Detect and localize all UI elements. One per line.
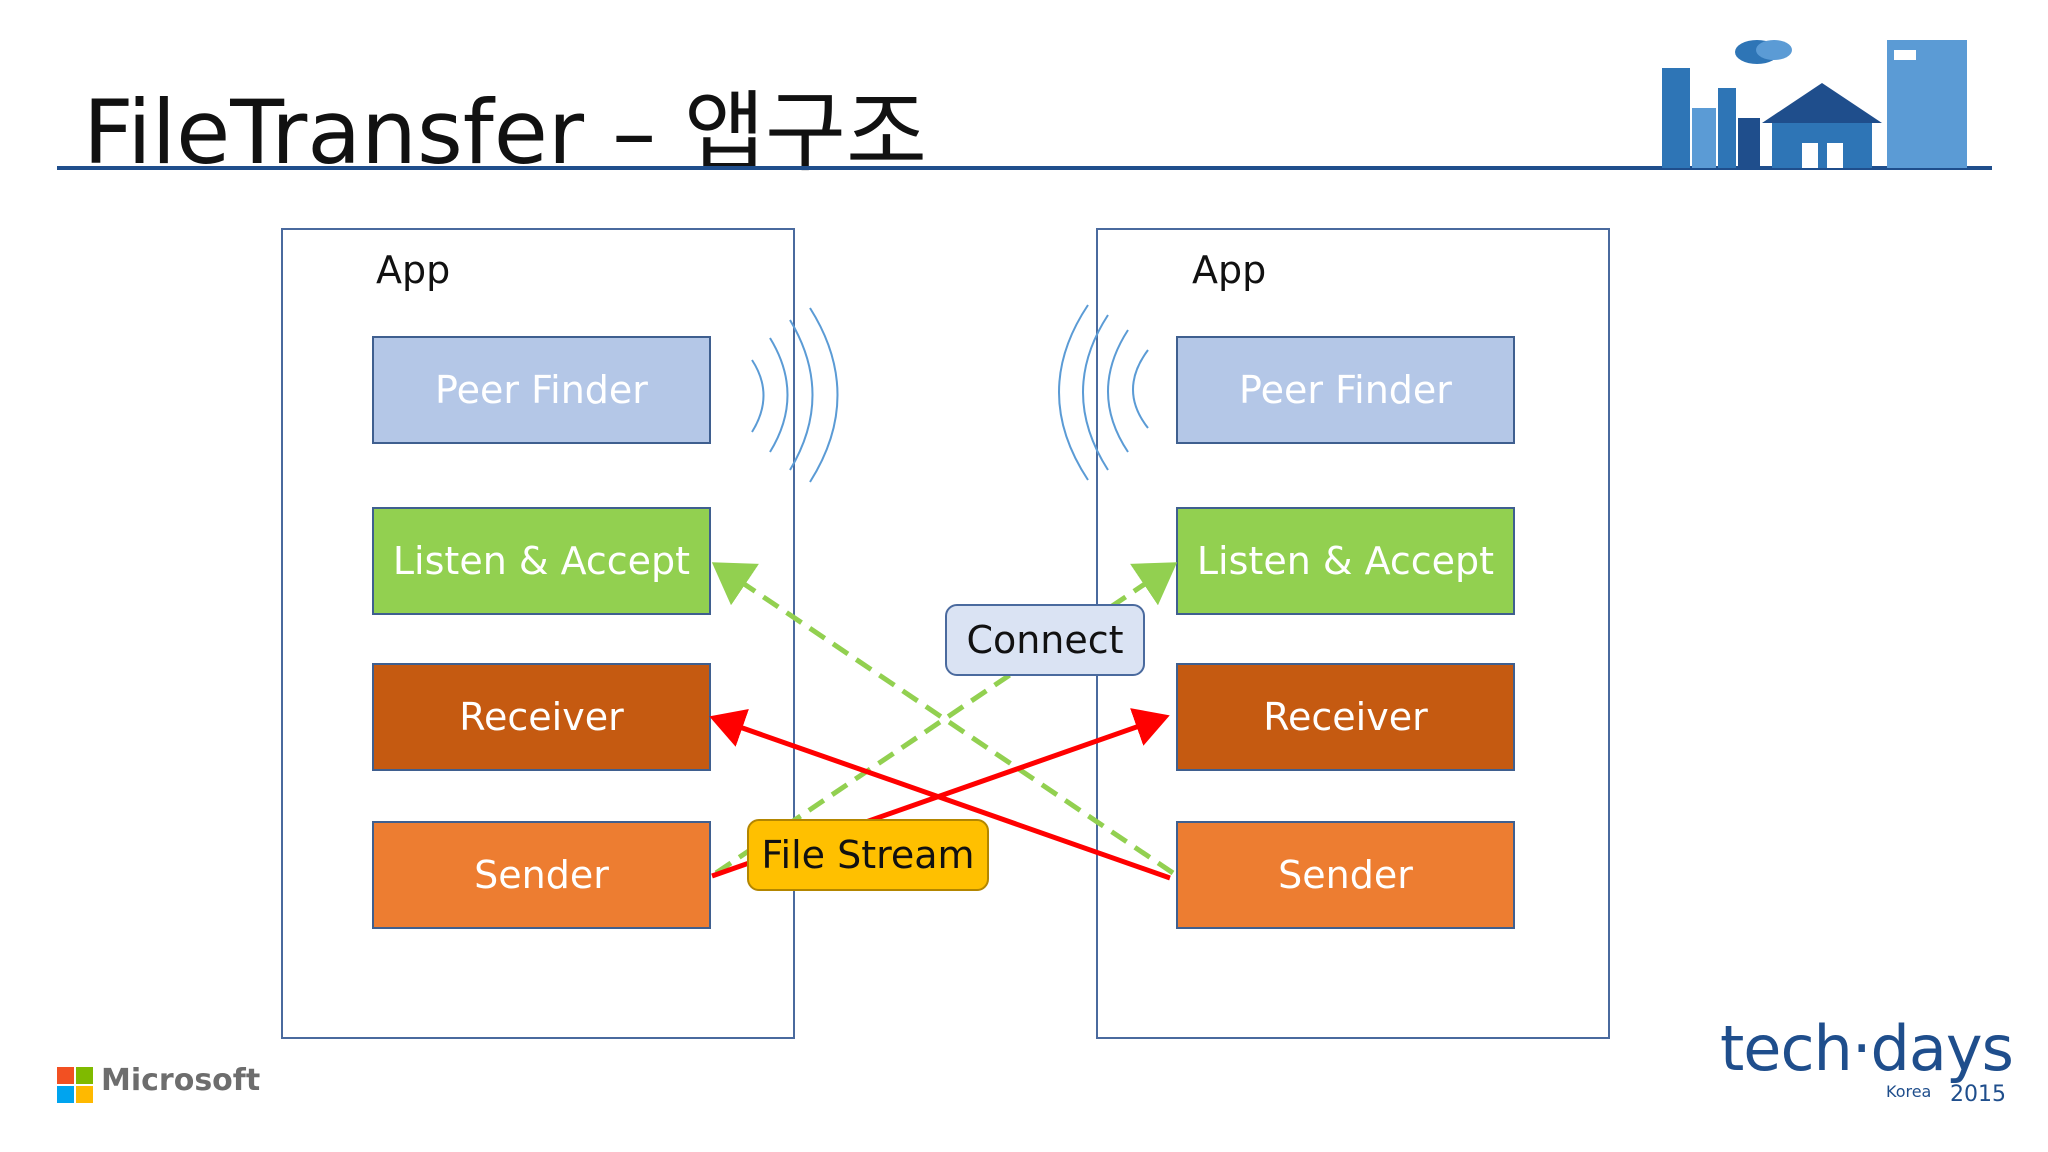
right-signal-waves-icon <box>1058 304 1149 481</box>
right-receiver-block: Receiver <box>1176 663 1515 771</box>
left-sender-block: Sender <box>372 821 711 929</box>
right-listen-accept-block: Listen & Accept <box>1176 507 1515 615</box>
right-peer-finder-block: Peer Finder <box>1176 336 1515 444</box>
file-stream-callout: File Stream <box>747 819 989 891</box>
connect-callout: Connect <box>945 604 1145 676</box>
right-sender-block: Sender <box>1176 821 1515 929</box>
right-app-label: App <box>1192 248 1267 292</box>
left-peer-finder-block: Peer Finder <box>372 336 711 444</box>
techdays-korea-label: Korea <box>1886 1082 1932 1101</box>
techdays-skyline-logo <box>1662 40 1967 168</box>
left-signal-waves-icon <box>751 307 839 483</box>
connect-arrow-to-left-listen <box>711 562 1175 876</box>
title-underline <box>57 166 1992 170</box>
techdays-wordmark: tech·days <box>1720 1012 2014 1085</box>
techdays-year-label: 2015 <box>1950 1082 2006 1107</box>
left-receiver-block: Receiver <box>372 663 711 771</box>
microsoft-wordmark: Microsoft <box>101 1063 261 1098</box>
stream-arrow-to-left-receiver <box>709 709 1171 881</box>
left-app-label: App <box>376 248 451 292</box>
microsoft-logo-icon <box>57 1067 93 1103</box>
left-listen-accept-block: Listen & Accept <box>372 507 711 615</box>
